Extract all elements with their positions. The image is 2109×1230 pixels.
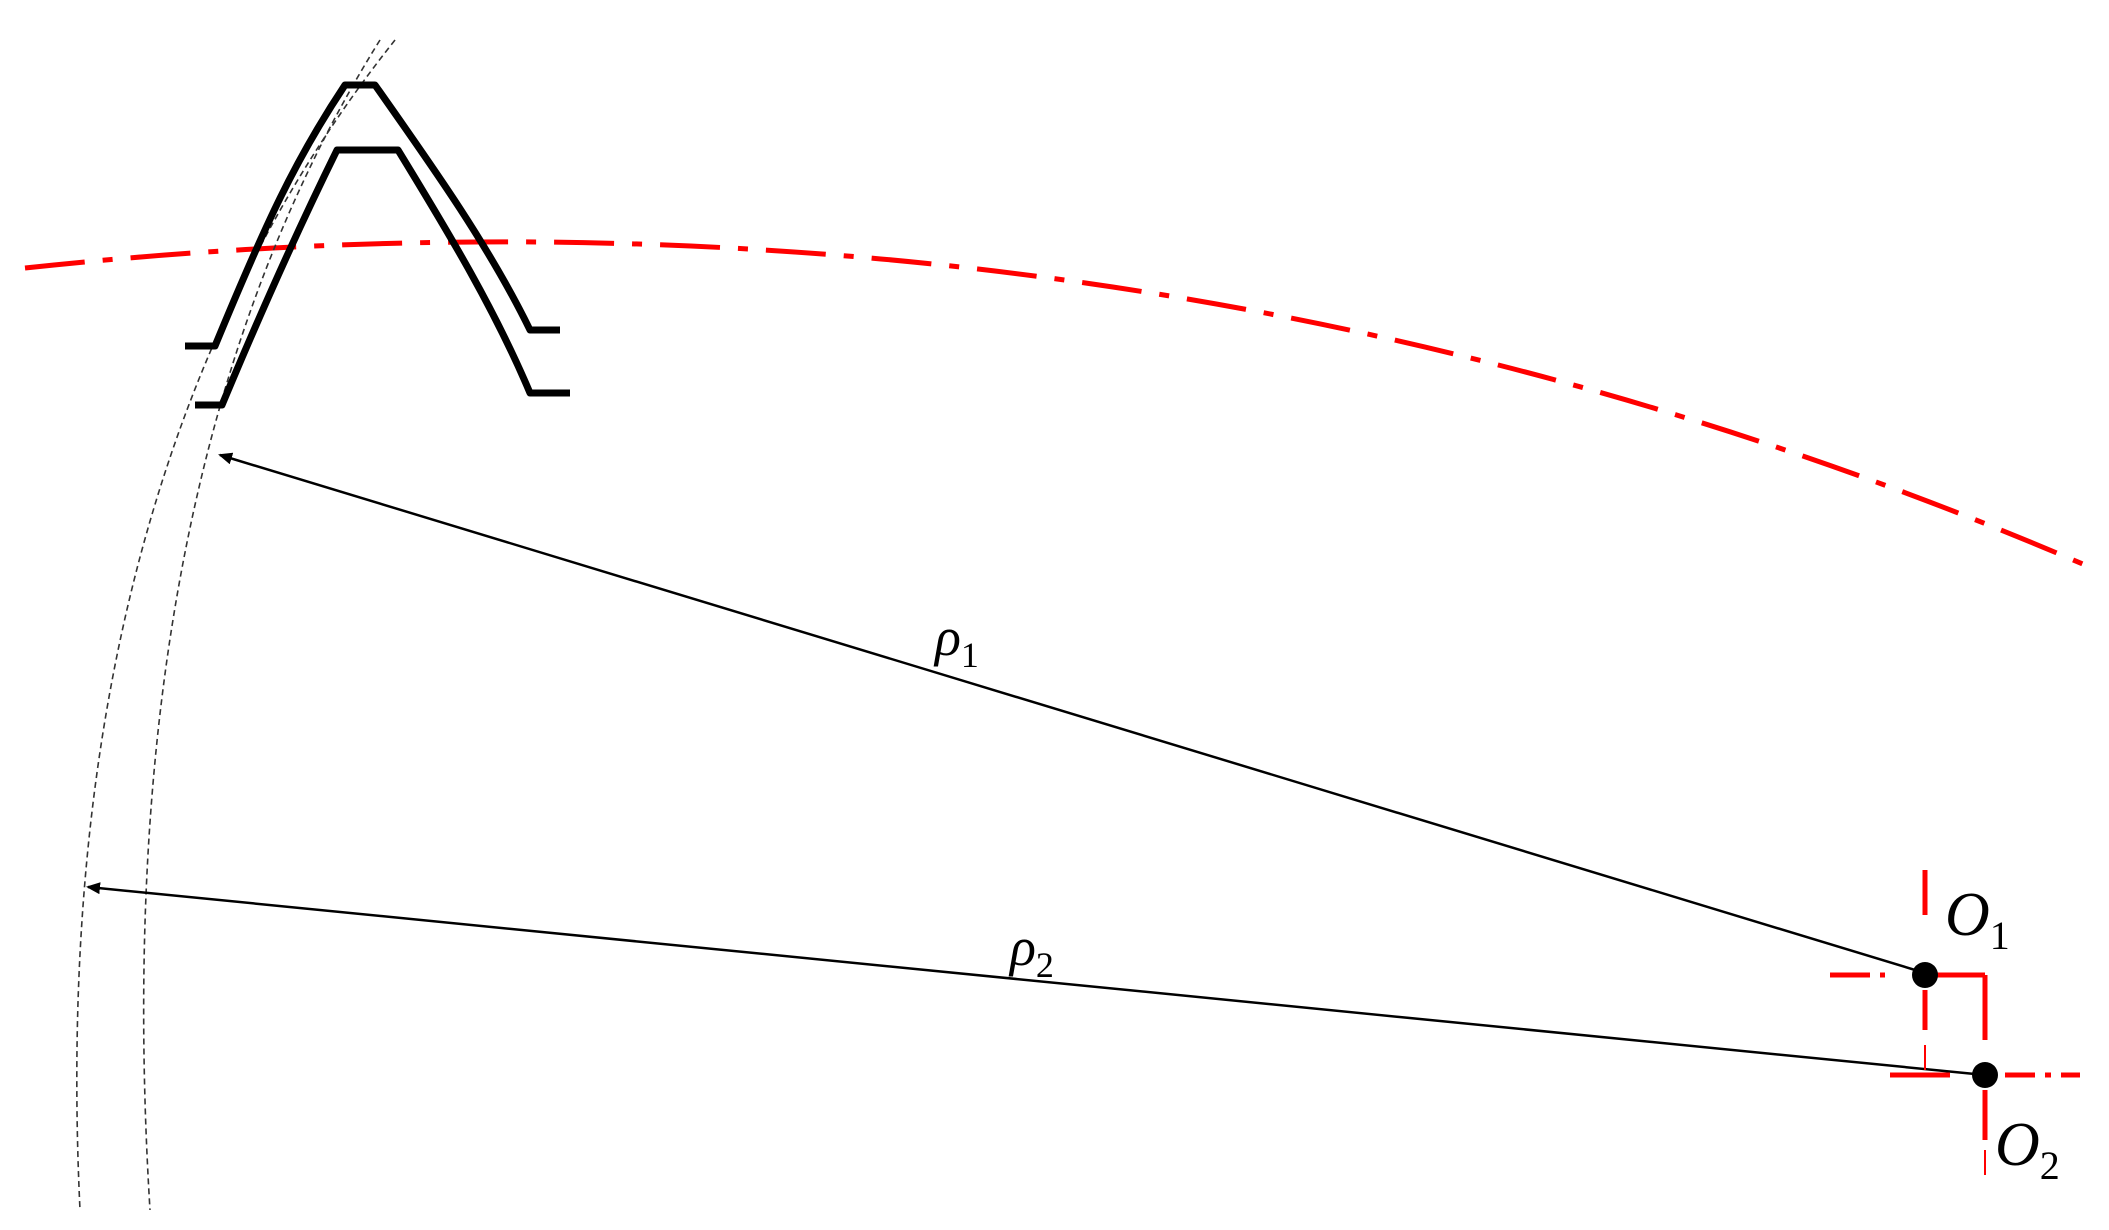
rho1-label: ρ1: [933, 607, 979, 675]
tooth-profile-outer: [185, 81, 560, 350]
center-point-o2: [1972, 1062, 1998, 1088]
rho1-radius-arrow: [218, 452, 1926, 975]
inner-dashed-circle: [142, 39, 381, 1211]
tooth-profile-inner: [195, 146, 570, 409]
center-point-o1: [1912, 962, 1938, 988]
outer-dashed-circle: [76, 39, 396, 1211]
rho2-label: ρ2: [1008, 917, 1054, 985]
pitch-circle-arc: [24, 239, 2086, 568]
o2-label: O2: [1995, 1111, 2060, 1188]
center-o2-crosshair: [1890, 1072, 2080, 1175]
rho2-radius-arrow: [86, 882, 1986, 1077]
o1-label: O1: [1945, 881, 2010, 958]
